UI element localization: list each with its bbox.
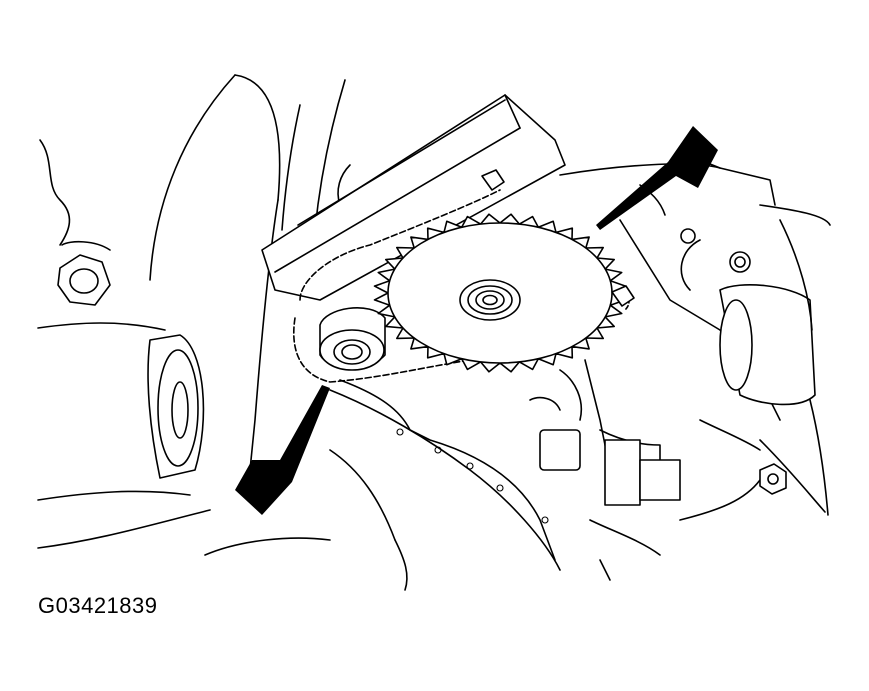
left-bolt (57, 240, 111, 306)
engine-block-left (37, 74, 351, 549)
guide-bolts (481, 169, 635, 307)
lower-timing-cover (339, 359, 761, 581)
figure-code-label: G03421839 (38, 593, 158, 618)
lower-crank-pulley (204, 449, 408, 591)
chain-guide-rail (261, 94, 566, 301)
left-roller-housing (147, 334, 205, 479)
engine-block-right (559, 159, 831, 516)
lower-right-bolt (759, 463, 787, 495)
arrow-lower-icon (235, 385, 330, 515)
cover-gasket-line (329, 389, 561, 571)
arrow-upper-icon (596, 126, 718, 230)
cam-sprocket (373, 213, 627, 373)
crank-sprocket (319, 306, 386, 371)
